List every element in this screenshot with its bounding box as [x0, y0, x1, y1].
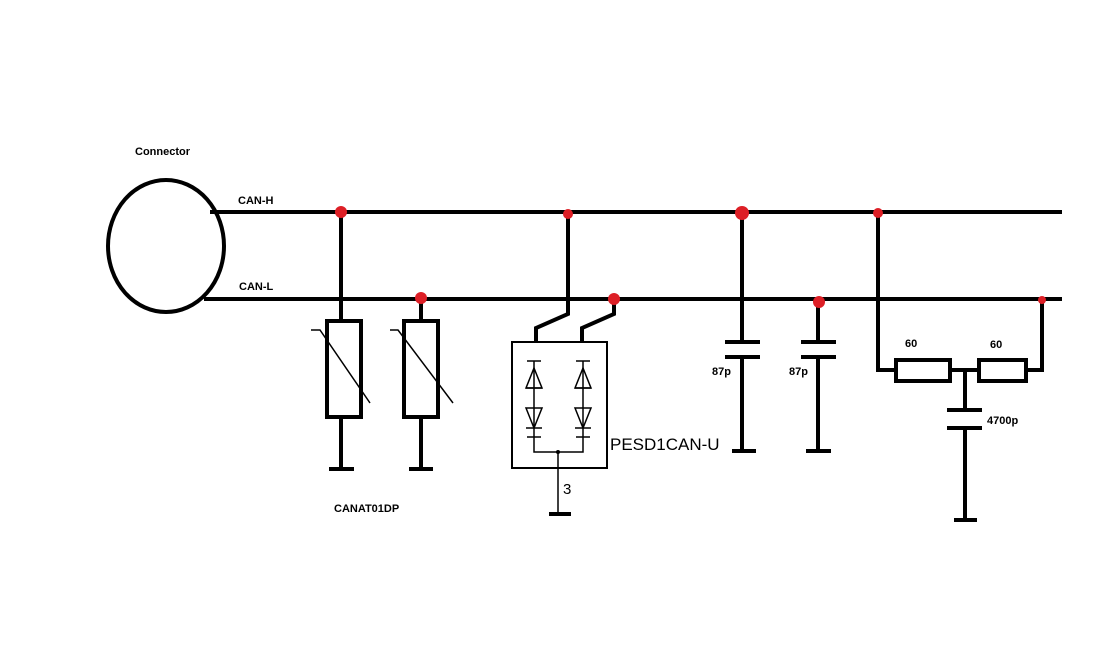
capacitor-can-h-label: 87p	[712, 366, 731, 378]
varistor-body	[402, 319, 440, 419]
resistor-2-label: 60	[990, 339, 1002, 351]
capacitor-can-l-label: 87p	[789, 366, 808, 378]
varistor-body	[325, 319, 363, 419]
varistor-part-label: CANAT01DP	[334, 503, 399, 515]
junction-dot	[735, 206, 749, 220]
junction-dot	[1038, 296, 1046, 304]
can-h-label: CAN-H	[238, 195, 273, 207]
junction-dot	[608, 293, 620, 305]
junction-dot	[813, 296, 825, 308]
junction-dot	[335, 206, 347, 218]
split-termination: 60 60 4700p	[876, 212, 1044, 522]
esd-protection: 3 PESD1CAN-U	[511, 212, 720, 516]
junction-dot	[415, 292, 427, 304]
termination-resistor-1	[894, 358, 952, 383]
connector-circle	[106, 178, 226, 314]
can-h-line: CAN-H	[210, 195, 1062, 214]
split-cap-label: 4700p	[987, 415, 1018, 427]
junctions	[335, 206, 1046, 308]
junction-dot	[873, 208, 883, 218]
capacitor-can-h: 87p	[712, 212, 760, 453]
resistor-1-label: 60	[905, 338, 917, 350]
esd-part-label: PESD1CAN-U	[610, 435, 720, 454]
can-l-label: CAN-L	[239, 281, 273, 293]
esd-pin-label: 3	[563, 481, 571, 498]
varistor-can-h	[311, 212, 371, 471]
esd-package	[511, 341, 608, 469]
capacitor-can-l: 87p	[789, 299, 836, 453]
varistor-can-l	[390, 299, 454, 471]
can-l-line: CAN-L	[204, 281, 1062, 301]
junction-dot	[563, 209, 573, 219]
connector-label: Connector	[135, 146, 191, 158]
connector: Connector	[106, 146, 226, 314]
termination-resistor-2	[977, 358, 1028, 383]
